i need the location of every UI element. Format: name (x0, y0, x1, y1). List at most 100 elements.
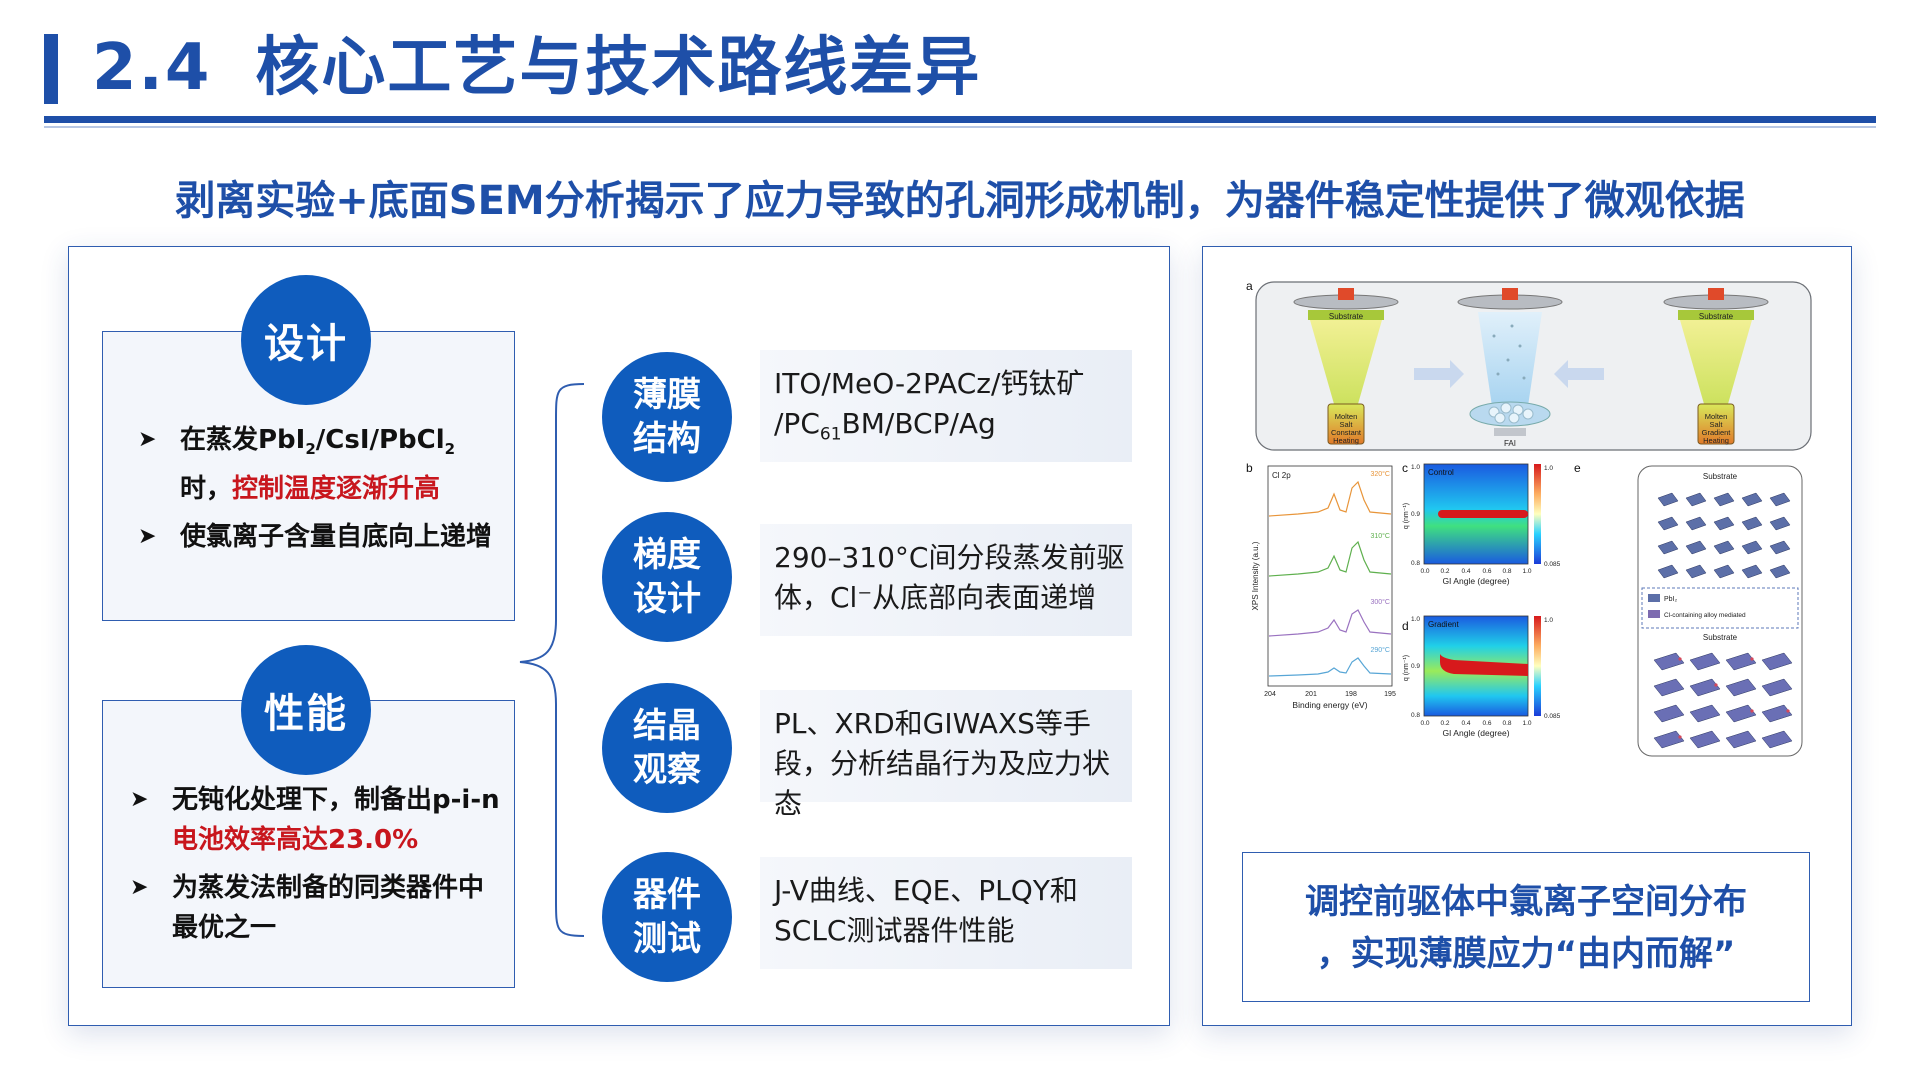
svg-text:Substrate: Substrate (1329, 312, 1364, 321)
crystal-lattice-bottom (1653, 652, 1793, 749)
performance-bullet-2: 为蒸发法制备的同类器件中最优之一 (130, 868, 505, 948)
svg-text:1.0: 1.0 (1522, 568, 1531, 575)
performance-bullet-1: 无钝化处理下，制备出p-i-n电池效率高达23.0% (130, 780, 505, 860)
caption: 调控前驱体中氯离子空间分布，实现薄膜应力“由内而解” (1305, 882, 1747, 974)
design-bullet-2: 使氯离子含量自底向上递增 (138, 517, 500, 557)
subtitle: 剥离实验+底面SEM分析揭示了应力导致的孔洞形成机制，为器件稳定性提供了微观依据 (175, 178, 1745, 224)
svg-text:320°C: 320°C (1370, 470, 1390, 478)
svg-text:195: 195 (1384, 691, 1396, 698)
step-circle-crystal-observation: 结晶观察 (602, 683, 732, 813)
svg-text:0.6: 0.6 (1482, 720, 1491, 727)
panel-e-label: e (1574, 461, 1581, 475)
xps-curves (1268, 480, 1392, 677)
step-text-gradient-design: 290–310°C间分段蒸发前驱体，Cl⁻从底部向表面递增 (760, 524, 1132, 636)
svg-text:GI Angle (degree): GI Angle (degree) (1442, 576, 1509, 586)
svg-text:FAI: FAI (1504, 439, 1516, 448)
svg-text:Substrate: Substrate (1703, 472, 1738, 481)
step-text-film-structure: ITO/MeO-2PACz/钙钛矿/PC61BM/BCP/Ag (760, 350, 1132, 462)
evaporation-setup-fai: FAI (1457, 288, 1563, 448)
svg-text:310°C: 310°C (1370, 532, 1390, 540)
performance-highlight: 电池效率高达23.0% (172, 825, 419, 855)
svg-text:PbI₂: PbI₂ (1664, 596, 1678, 603)
svg-text:0.6: 0.6 (1482, 568, 1491, 575)
svg-text:0.9: 0.9 (1411, 511, 1420, 518)
svg-text:0.085: 0.085 (1544, 561, 1561, 568)
svg-text:0.2: 0.2 (1440, 568, 1449, 575)
step-circle-gradient-design: 梯度设计 (602, 512, 732, 642)
design-circle: 设计 (241, 275, 371, 405)
svg-text:198: 198 (1345, 691, 1357, 698)
crystal-lattice-top (1657, 492, 1791, 579)
step-circle-device-test: 器件测试 (602, 852, 732, 982)
svg-text:Cl-containing alloy mediated: Cl-containing alloy mediated (1664, 612, 1746, 619)
research-figure: a Substrate Molten Salt Constant Heating… (1246, 279, 1812, 757)
svg-text:q (nm⁻¹): q (nm⁻¹) (1403, 503, 1410, 529)
performance-circle: 性能 (241, 645, 371, 775)
svg-text:0.085: 0.085 (1544, 713, 1561, 720)
panel-a-label: a (1246, 279, 1253, 293)
svg-text:300°C: 300°C (1370, 598, 1390, 606)
svg-text:Control: Control (1428, 468, 1454, 477)
svg-text:Substrate: Substrate (1699, 312, 1734, 321)
page-title: 2.4 核心工艺与技术路线差异 (92, 30, 981, 106)
svg-text:Binding energy (eV): Binding energy (eV) (1292, 700, 1367, 710)
svg-text:Heating: Heating (1333, 436, 1359, 445)
svg-text:204: 204 (1264, 691, 1276, 698)
svg-text:0.8: 0.8 (1411, 712, 1420, 719)
svg-text:Molten: Molten (1705, 412, 1728, 421)
gi-ticks-d: 0.0 0.2 0.4 0.6 0.8 1.0 (1420, 720, 1531, 727)
svg-text:0.2: 0.2 (1440, 720, 1449, 727)
svg-text:1.0: 1.0 (1411, 464, 1420, 471)
step-text-crystal-observation: PL、XRD和GIWAXS等手段，分析结晶行为及应力状态 (760, 690, 1132, 820)
step-text-device-test: J-V曲线、EQE、PLQY和SCLC测试器件性能 (760, 857, 1132, 969)
svg-text:1.0: 1.0 (1544, 465, 1553, 472)
title-underline (44, 116, 1876, 123)
gi-ticks-c: 0.0 0.2 0.4 0.6 0.8 1.0 (1420, 568, 1531, 575)
svg-text:Salt: Salt (1340, 420, 1354, 429)
svg-text:0.4: 0.4 (1461, 568, 1470, 575)
svg-text:0.8: 0.8 (1502, 720, 1511, 727)
svg-text:q (nm⁻¹): q (nm⁻¹) (1403, 655, 1410, 681)
step-circle-film-structure: 薄膜结构 (602, 352, 732, 482)
svg-text:Heating: Heating (1703, 436, 1729, 445)
svg-text:GI Angle (degree): GI Angle (degree) (1442, 728, 1509, 738)
svg-text:Constant: Constant (1331, 428, 1362, 437)
panel-c-label: c (1402, 461, 1408, 475)
svg-text:0.9: 0.9 (1411, 663, 1420, 670)
section-title: 核心工艺与技术路线差异 (255, 31, 982, 105)
svg-text:Cl 2p: Cl 2p (1272, 471, 1291, 480)
svg-text:1.0: 1.0 (1411, 616, 1420, 623)
colorbar-c (1534, 464, 1541, 564)
evaporation-setup-constant: Substrate Molten Salt Constant Heating (1293, 288, 1399, 445)
svg-text:Molten: Molten (1335, 412, 1358, 421)
panel-b-label: b (1246, 461, 1253, 475)
arrow-left (1554, 360, 1604, 388)
section-number: 2.4 (92, 31, 212, 105)
evaporation-setup-gradient: Substrate Molten Salt Gradient Heating (1663, 288, 1769, 445)
performance-bullets: 无钝化处理下，制备出p-i-n电池效率高达23.0% 为蒸发法制备的同类器件中最… (130, 780, 505, 956)
bracket-connector (519, 383, 585, 937)
design-highlight: 控制温度逐渐升高 (232, 474, 441, 505)
title-accent-bar (44, 34, 58, 104)
caption-box (1242, 852, 1810, 1002)
arrow-right (1414, 360, 1464, 388)
svg-text:1.0: 1.0 (1522, 720, 1531, 727)
svg-text:0.0: 0.0 (1420, 568, 1429, 575)
svg-text:XPS Intensity (a.u.): XPS Intensity (a.u.) (1251, 541, 1260, 610)
svg-text:0.4: 0.4 (1461, 720, 1470, 727)
svg-text:Gradient: Gradient (1428, 620, 1459, 629)
svg-text:1.0: 1.0 (1544, 617, 1553, 624)
svg-text:Gradient: Gradient (1702, 428, 1732, 437)
title-underline-thin (44, 126, 1876, 128)
panel-d-label: d (1402, 619, 1409, 633)
colorbar-d (1534, 616, 1541, 716)
svg-text:0.8: 0.8 (1411, 560, 1420, 567)
svg-text:0.0: 0.0 (1420, 720, 1429, 727)
svg-text:290°C: 290°C (1370, 646, 1390, 654)
svg-text:201: 201 (1305, 691, 1317, 698)
svg-text:0.8: 0.8 (1502, 568, 1511, 575)
svg-text:Substrate: Substrate (1703, 633, 1738, 642)
svg-text:Salt: Salt (1710, 420, 1724, 429)
